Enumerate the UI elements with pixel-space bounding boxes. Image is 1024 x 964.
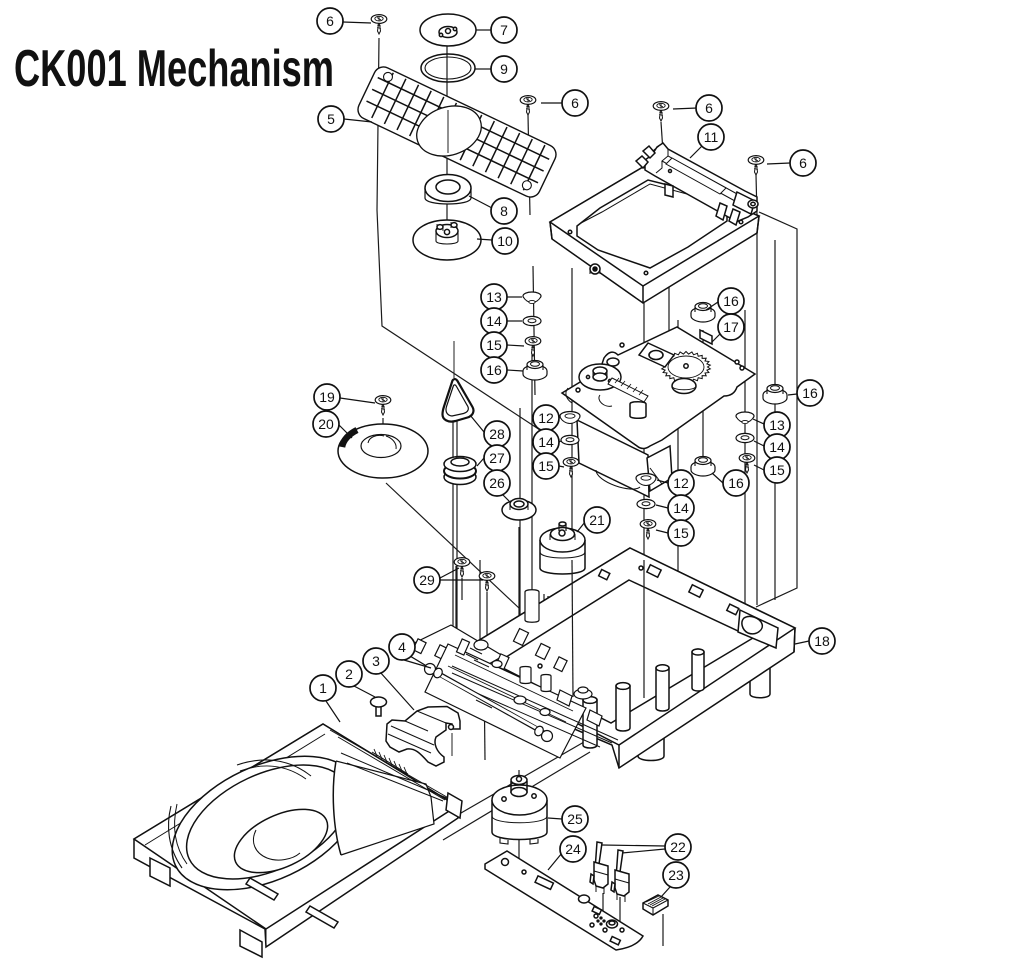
svg-text:25: 25 (567, 811, 583, 827)
svg-text:3: 3 (372, 653, 380, 669)
svg-text:8: 8 (500, 203, 508, 219)
svg-text:7: 7 (500, 22, 508, 38)
svg-text:13: 13 (769, 417, 785, 433)
svg-text:2: 2 (345, 666, 353, 682)
svg-text:22: 22 (670, 839, 686, 855)
svg-text:16: 16 (486, 362, 502, 378)
svg-text:14: 14 (486, 313, 502, 329)
svg-text:6: 6 (799, 155, 807, 171)
svg-text:10: 10 (497, 233, 513, 249)
svg-text:16: 16 (728, 475, 744, 491)
svg-text:12: 12 (673, 475, 689, 491)
svg-text:23: 23 (668, 867, 684, 883)
svg-text:6: 6 (705, 100, 713, 116)
svg-text:6: 6 (571, 95, 579, 111)
svg-text:15: 15 (673, 525, 689, 541)
svg-text:24: 24 (565, 841, 581, 857)
svg-text:12: 12 (538, 410, 554, 426)
svg-text:28: 28 (489, 426, 505, 442)
svg-text:15: 15 (486, 337, 502, 353)
svg-text:27: 27 (489, 450, 505, 466)
svg-text:16: 16 (723, 293, 739, 309)
svg-text:6: 6 (326, 13, 334, 29)
svg-text:14: 14 (538, 434, 554, 450)
svg-text:15: 15 (769, 462, 785, 478)
svg-text:5: 5 (327, 111, 335, 127)
svg-text:1: 1 (319, 680, 327, 696)
svg-text:14: 14 (769, 439, 785, 455)
svg-text:13: 13 (486, 289, 502, 305)
svg-text:4: 4 (398, 639, 406, 655)
svg-text:19: 19 (319, 389, 335, 405)
svg-text:14: 14 (673, 500, 689, 516)
svg-text:16: 16 (802, 385, 818, 401)
svg-text:17: 17 (723, 319, 739, 335)
svg-text:18: 18 (814, 633, 830, 649)
svg-text:11: 11 (704, 129, 719, 145)
svg-text:20: 20 (318, 416, 334, 432)
svg-text:15: 15 (538, 458, 554, 474)
svg-text:29: 29 (419, 572, 435, 588)
svg-text:9: 9 (500, 61, 508, 77)
svg-text:CK001 Mechanism: CK001 Mechanism (14, 40, 334, 98)
svg-text:26: 26 (489, 475, 505, 491)
svg-text:21: 21 (589, 512, 605, 528)
